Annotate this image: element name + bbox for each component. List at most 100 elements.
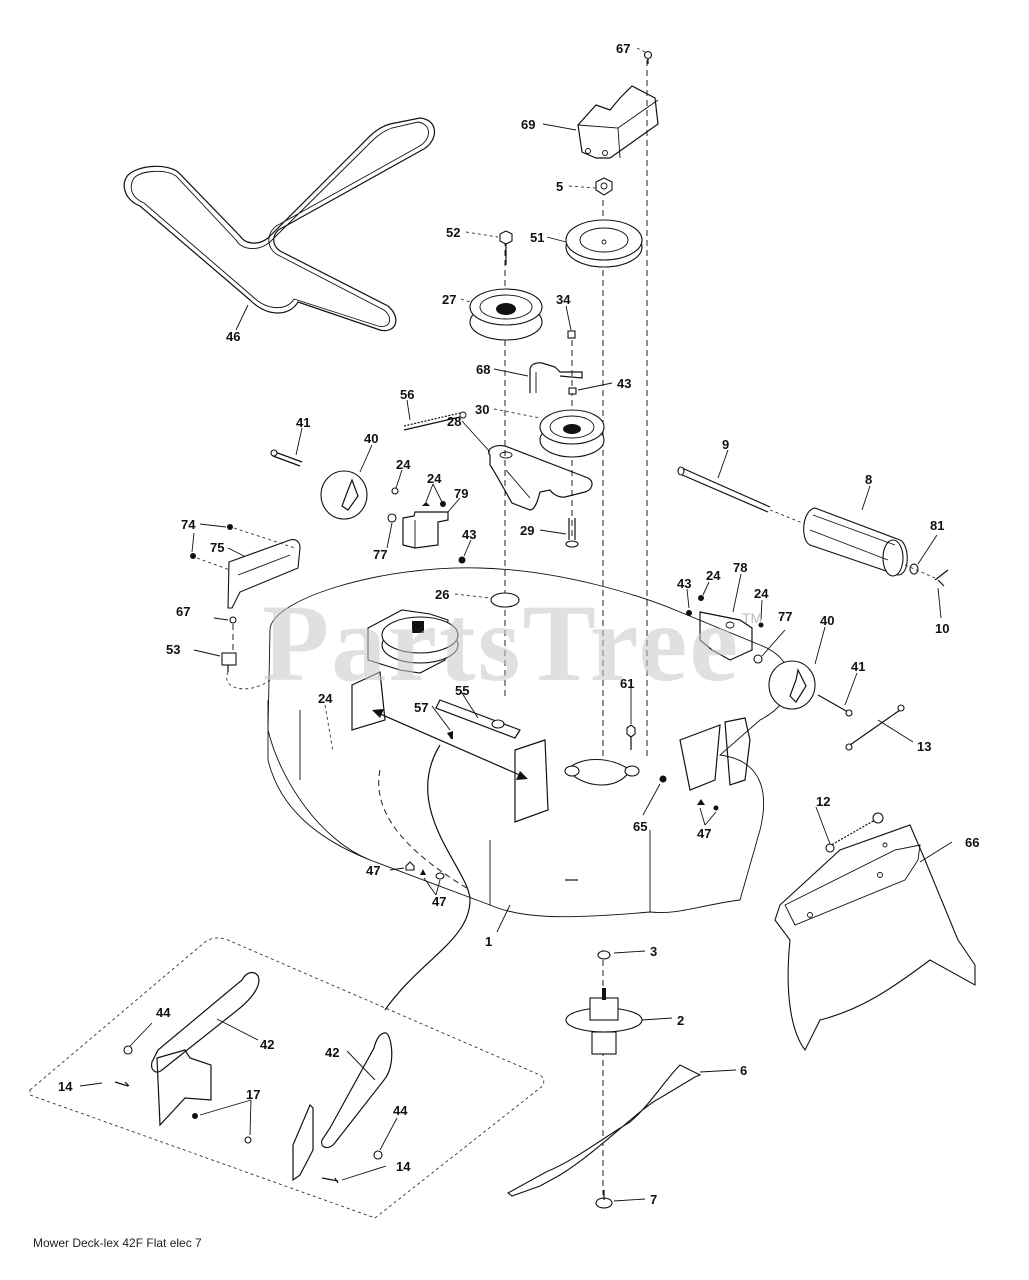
spring-part-56[interactable] xyxy=(403,411,467,431)
part-label-spindle-washer[interactable]: 3 xyxy=(650,944,658,959)
part-label-blade-bolt[interactable]: 7 xyxy=(650,1192,658,1207)
part-label-washer-left[interactable]: 77 xyxy=(373,547,388,562)
chute-spring-part-12[interactable] xyxy=(825,812,884,853)
blade-part-6[interactable] xyxy=(506,1064,702,1197)
rod-part-13[interactable] xyxy=(845,704,905,751)
part-label-bolt-small[interactable]: 34 xyxy=(556,292,571,307)
part-label-bolt[interactable]: 52 xyxy=(446,225,461,240)
nut-part-43-left[interactable] xyxy=(458,556,466,564)
idler-pulley-part-30[interactable] xyxy=(539,409,605,458)
washer-part-26[interactable] xyxy=(490,592,520,608)
washer-part-77-right[interactable] xyxy=(753,654,763,664)
part-label-idler-pulley-upper[interactable]: 27 xyxy=(442,292,457,307)
part-label-bolt-deck-left-1[interactable]: 47 xyxy=(366,863,381,878)
nut-part-5[interactable] xyxy=(595,177,613,196)
part-label-idler-arm[interactable]: 28 xyxy=(447,414,462,429)
part-label-washer-flat[interactable]: 26 xyxy=(435,587,450,602)
bolt-part-47-left-1[interactable] xyxy=(405,861,415,871)
part-label-nut-right-1[interactable]: 24 xyxy=(706,568,721,583)
part-label-connector[interactable]: 53 xyxy=(166,642,181,657)
part-label-belt-cover[interactable]: 69 xyxy=(521,117,536,132)
screw-part-74-1[interactable] xyxy=(227,524,233,530)
nut-part-17-2[interactable] xyxy=(244,1136,252,1144)
washer-part-81[interactable] xyxy=(909,563,919,575)
idler-arm-part-28[interactable] xyxy=(488,445,593,511)
roller-part-8[interactable] xyxy=(803,507,908,577)
roller-axle-part-9[interactable] xyxy=(677,466,771,513)
part-label-drive-pulley[interactable]: 51 xyxy=(530,230,545,245)
part-label-bolt-link[interactable]: 57 xyxy=(414,700,429,715)
nut-part-24-right-1[interactable] xyxy=(698,595,704,601)
spindle-bolt-part-61[interactable] xyxy=(626,724,636,750)
part-label-bolt-hanger-left[interactable]: 14 xyxy=(58,1079,73,1094)
bolt-part-47-right-2[interactable] xyxy=(713,805,719,811)
nut-part-43-right[interactable] xyxy=(686,610,692,616)
nut-part-24-left-2[interactable] xyxy=(422,502,430,506)
part-label-nut-hanger[interactable]: 17 xyxy=(246,1087,261,1102)
nut-part-44-right[interactable] xyxy=(373,1150,383,1160)
bolt-part-34[interactable] xyxy=(567,330,576,339)
part-label-gauge-wheel-left[interactable]: 40 xyxy=(364,431,379,446)
part-label-spindle-bolt[interactable]: 61 xyxy=(620,676,635,691)
part-label-discharge-chute[interactable]: 66 xyxy=(965,835,980,850)
blade-bolt-part-7[interactable] xyxy=(595,1190,613,1209)
part-label-deck-link[interactable]: 55 xyxy=(455,683,470,698)
screw-part-67-left[interactable] xyxy=(229,616,237,624)
part-label-nut[interactable]: 5 xyxy=(556,179,564,194)
part-label-baffle[interactable]: 75 xyxy=(210,540,225,555)
part-label-nut-right[interactable]: 43 xyxy=(677,576,692,591)
nut-part-43-pulley[interactable] xyxy=(568,387,577,395)
spindle-assembly-part-2[interactable] xyxy=(565,988,643,1055)
part-label-nut-left-2[interactable]: 24 xyxy=(427,471,442,486)
nut-part-17-1[interactable] xyxy=(192,1113,198,1119)
v-belt-part-46[interactable] xyxy=(123,117,436,332)
screw-part-74-2[interactable] xyxy=(190,553,196,559)
screw-part-67-top[interactable] xyxy=(643,50,653,65)
part-label-spring[interactable]: 56 xyxy=(400,387,415,402)
nut-part-24-left-1[interactable] xyxy=(391,487,399,495)
part-label-chute-spring[interactable]: 12 xyxy=(816,794,831,809)
part-label-nut-left[interactable]: 43 xyxy=(462,527,477,542)
nut-part-24-right-2[interactable] xyxy=(758,622,764,628)
part-label-hanger-arm-right[interactable]: 42 xyxy=(325,1045,340,1060)
bolt-part-52[interactable] xyxy=(499,230,513,265)
baffle-part-75[interactable] xyxy=(227,539,301,609)
belt-cover-part-69[interactable] xyxy=(577,85,659,159)
connector-part-53[interactable] xyxy=(221,652,271,690)
part-label-bracket-right[interactable]: 78 xyxy=(733,560,748,575)
part-label-roller[interactable]: 8 xyxy=(865,472,873,487)
part-label-screw-baffle[interactable]: 74 xyxy=(181,517,196,532)
bracket-part-78-right[interactable] xyxy=(699,611,753,661)
bolt-part-41-right[interactable] xyxy=(817,694,853,717)
mower-deck-part-1[interactable] xyxy=(267,567,791,918)
part-label-spindle-assembly[interactable]: 2 xyxy=(677,1013,685,1028)
part-label-bolt-deck-right[interactable]: 47 xyxy=(697,826,712,841)
part-label-rod[interactable]: 13 xyxy=(917,739,932,754)
part-label-washer-right[interactable]: 77 xyxy=(778,609,793,624)
part-label-washer-roller[interactable]: 81 xyxy=(930,518,945,533)
part-label-bolt-wheel-right[interactable]: 41 xyxy=(851,659,866,674)
part-label-shoulder-bolt[interactable]: 29 xyxy=(520,523,535,538)
hanger-arm-part-42-left[interactable] xyxy=(151,971,260,1073)
belt-guide-part-68[interactable] xyxy=(529,362,583,393)
part-label-belt-guide[interactable]: 68 xyxy=(476,362,491,377)
gauge-wheel-part-40-left[interactable] xyxy=(320,470,368,520)
part-label-nut-spindle[interactable]: 65 xyxy=(633,819,648,834)
part-label-nut-left-1[interactable]: 24 xyxy=(396,457,411,472)
hanger-arm-part-42-right[interactable] xyxy=(321,1032,393,1149)
nut-part-44-left[interactable] xyxy=(123,1045,133,1055)
part-label-gauge-wheel-right[interactable]: 40 xyxy=(820,613,835,628)
part-label-nut-pulley[interactable]: 43 xyxy=(617,376,632,391)
gauge-wheel-part-40-right[interactable] xyxy=(768,660,816,710)
deck-link-part-55[interactable] xyxy=(435,699,521,739)
part-label-nut-hanger-left[interactable]: 44 xyxy=(156,1005,171,1020)
part-label-bolt-hanger-right[interactable]: 14 xyxy=(396,1159,411,1174)
part-label-hanger-arm-left[interactable]: 42 xyxy=(260,1037,275,1052)
part-label-nut-hanger-right[interactable]: 44 xyxy=(393,1103,408,1118)
part-label-screw-top[interactable]: 67 xyxy=(616,41,631,56)
bolt-part-57[interactable] xyxy=(447,731,453,739)
part-label-blade[interactable]: 6 xyxy=(740,1063,748,1078)
part-label-idler-pulley-lower[interactable]: 30 xyxy=(475,402,490,417)
part-label-bracket-left[interactable]: 79 xyxy=(454,486,469,501)
spindle-washer-part-3[interactable] xyxy=(597,950,611,960)
